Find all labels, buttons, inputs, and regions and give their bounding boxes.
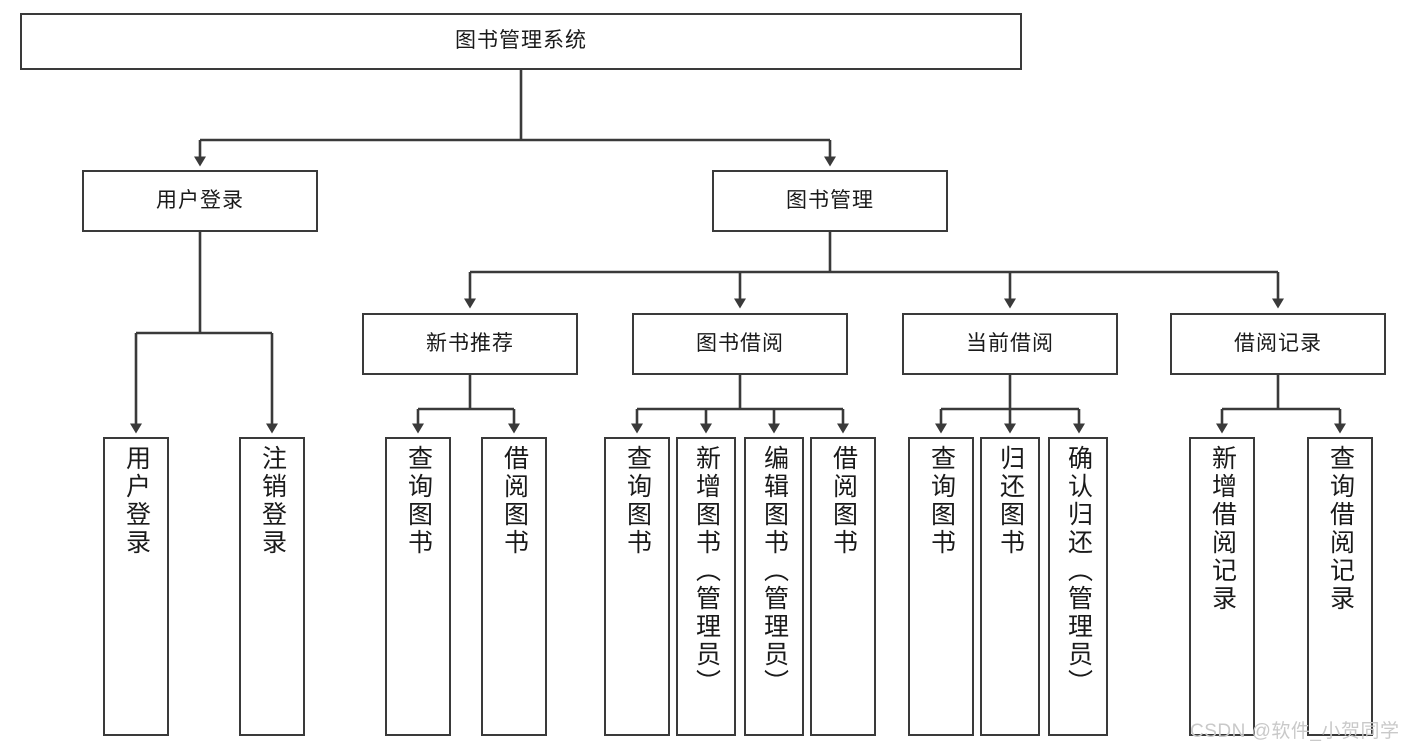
node-root[interactable]: 图书管理系统 [20, 13, 1022, 70]
node-book-management[interactable]: 图书管理 [712, 170, 948, 232]
node-leaf-borrow-book-1[interactable]: 借阅图书 [481, 437, 547, 736]
node-current-borrow-label: 当前借阅 [966, 331, 1054, 355]
node-leaf-edit-book[interactable]: 编辑图书（管理员） [744, 437, 804, 736]
node-current-borrow[interactable]: 当前借阅 [902, 313, 1118, 375]
node-leaf-return-book[interactable]: 归还图书 [980, 437, 1040, 736]
node-root-label: 图书管理系统 [455, 29, 587, 53]
node-user-login-label: 用户登录 [156, 188, 244, 212]
node-book-management-label: 图书管理 [786, 188, 874, 212]
node-leaf-add-record[interactable]: 新增借阅记录 [1189, 437, 1255, 736]
node-leaf-user-login[interactable]: 用户登录 [103, 437, 169, 736]
node-book-borrow[interactable]: 图书借阅 [632, 313, 848, 375]
node-leaf-logout-label: 注销登录 [258, 445, 287, 557]
node-leaf-return-book-label: 归还图书 [996, 445, 1025, 557]
node-book-borrow-label: 图书借阅 [696, 331, 784, 355]
node-leaf-user-login-label: 用户登录 [122, 445, 151, 557]
node-leaf-query-record[interactable]: 查询借阅记录 [1307, 437, 1373, 736]
node-new-book-recommend-label: 新书推荐 [426, 331, 514, 355]
node-leaf-add-record-label: 新增借阅记录 [1208, 445, 1237, 613]
node-leaf-query-book-2-label: 查询图书 [623, 445, 652, 557]
node-leaf-edit-book-label: 编辑图书（管理员） [760, 445, 789, 697]
csdn-watermark: CSDN @软件_小贺同学 [1190, 721, 1400, 742]
node-leaf-query-book-3-label: 查询图书 [927, 445, 956, 557]
node-leaf-borrow-book-2-label: 借阅图书 [829, 445, 858, 557]
node-borrow-record-label: 借阅记录 [1234, 331, 1322, 355]
node-leaf-query-book-2[interactable]: 查询图书 [604, 437, 670, 736]
node-leaf-borrow-book-1-label: 借阅图书 [500, 445, 529, 557]
node-borrow-record[interactable]: 借阅记录 [1170, 313, 1386, 375]
node-new-book-recommend[interactable]: 新书推荐 [362, 313, 578, 375]
node-user-login[interactable]: 用户登录 [82, 170, 318, 232]
node-leaf-query-book-1[interactable]: 查询图书 [385, 437, 451, 736]
node-leaf-query-record-label: 查询借阅记录 [1326, 445, 1355, 613]
node-leaf-logout[interactable]: 注销登录 [239, 437, 305, 736]
node-leaf-borrow-book-2[interactable]: 借阅图书 [810, 437, 876, 736]
node-leaf-query-book-3[interactable]: 查询图书 [908, 437, 974, 736]
node-leaf-query-book-1-label: 查询图书 [404, 445, 433, 557]
node-leaf-confirm-return-label: 确认归还（管理员） [1064, 445, 1093, 697]
node-leaf-add-book-label: 新增图书（管理员） [692, 445, 721, 697]
node-leaf-add-book[interactable]: 新增图书（管理员） [676, 437, 736, 736]
node-leaf-confirm-return[interactable]: 确认归还（管理员） [1048, 437, 1108, 736]
